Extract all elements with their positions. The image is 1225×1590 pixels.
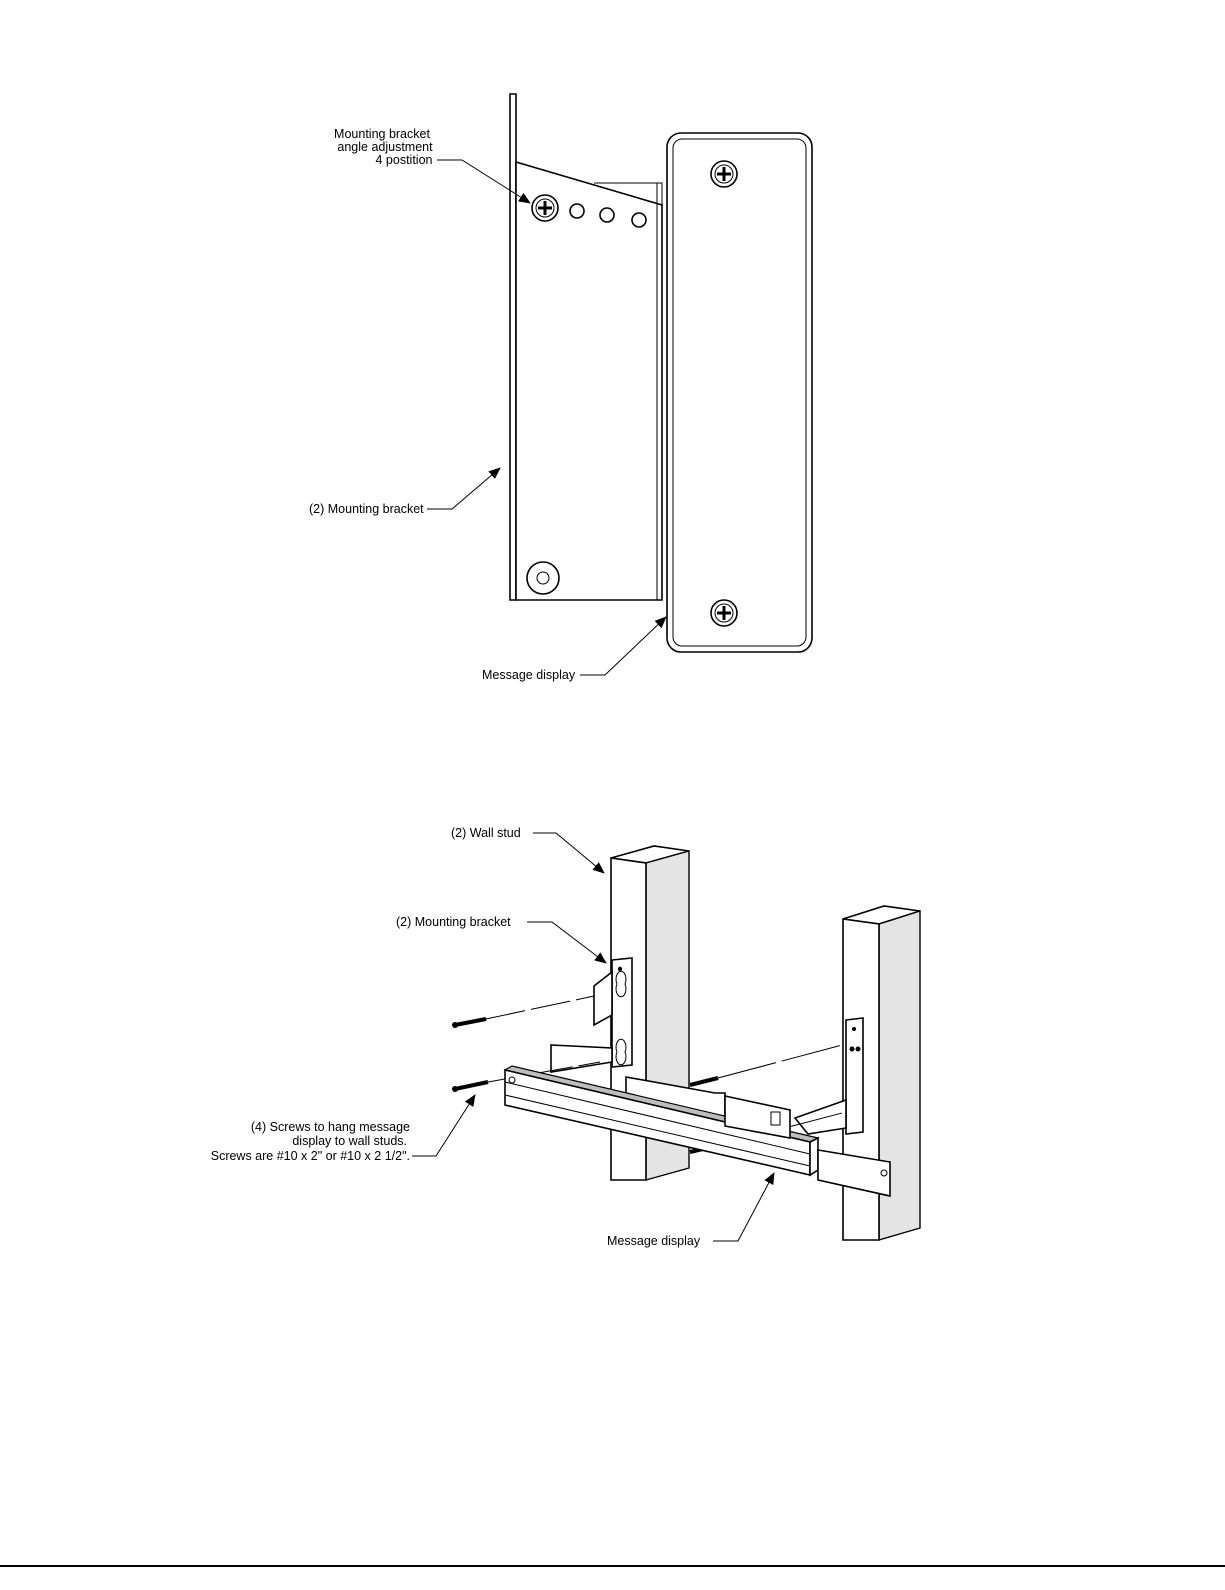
leader-top-display bbox=[580, 617, 666, 675]
message-display-unit bbox=[505, 1066, 890, 1196]
label-screws-line3: Screws are #10 x 2" or #10 x 2 1/2". bbox=[211, 1149, 410, 1163]
leader-top-bracket bbox=[427, 468, 500, 509]
label-bottom-display: Message display bbox=[607, 1234, 701, 1248]
label-top-bracket: (2) Mounting bracket bbox=[309, 502, 424, 516]
label-bottom-bracket: (2) Mounting bracket bbox=[396, 915, 511, 929]
label-angle-line1: Mounting bracket bbox=[334, 127, 430, 141]
label-screws-line1: (4) Screws to hang message bbox=[251, 1120, 410, 1134]
label-screws-line2: display to wall studs. bbox=[292, 1134, 407, 1148]
bracket-wall-plate bbox=[510, 94, 516, 600]
display-screw-top bbox=[711, 161, 737, 187]
label-top-display: Message display bbox=[482, 668, 576, 682]
leader-bottom-display bbox=[713, 1173, 774, 1241]
display-screw-bottom bbox=[711, 600, 737, 626]
leader-bottom-bracket bbox=[527, 922, 606, 963]
label-angle-line3: 4 postition bbox=[376, 153, 433, 167]
left-mounting-bracket bbox=[551, 958, 632, 1072]
label-angle-line2: angle adjustment bbox=[337, 140, 433, 154]
isometric-install-figure: (2) Wall stud (2) Mounting bracket (4) S… bbox=[211, 826, 920, 1248]
leader-wall-stud bbox=[533, 833, 604, 873]
side-view-figure: Mounting bracket angle adjustment 4 post… bbox=[309, 94, 812, 682]
message-display-end-view bbox=[667, 133, 812, 652]
label-wall-stud: (2) Wall stud bbox=[451, 826, 521, 840]
pivot-bolt bbox=[527, 562, 559, 594]
leader-screws bbox=[412, 1095, 475, 1156]
